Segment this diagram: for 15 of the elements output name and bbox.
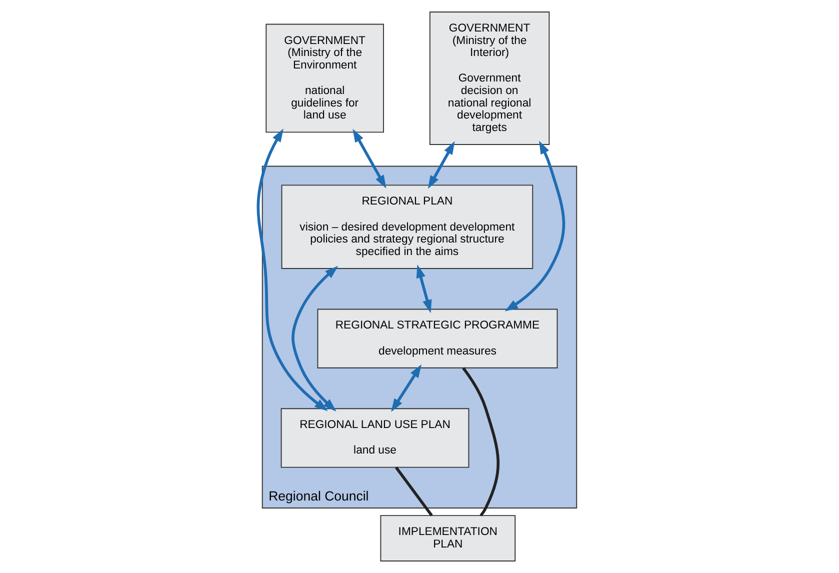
node-box: GOVERNMENT (Ministry of the Interior) Government decision on national regional development targets [429, 12, 550, 145]
arrow [504, 140, 566, 312]
node-box: GOVERNMENT (Ministry of the Environment national guidelines for land use [266, 24, 384, 133]
arrow [416, 264, 432, 314]
arrow [352, 128, 386, 189]
node-box: REGIONAL PLAN vision – desired development development policies and strategy regional structure specified in the aims [281, 184, 534, 269]
node-box: REGIONAL LAND USE PLAN land use [280, 408, 470, 468]
arrow [256, 128, 328, 412]
arrow [428, 141, 455, 189]
arrow [391, 364, 422, 412]
connector [394, 466, 433, 516]
node-box: REGIONAL STRATEGIC PROGRAMME development measures [317, 308, 558, 368]
node-box: IMPLEMENTATION PLAN [380, 515, 516, 562]
connector [462, 367, 500, 516]
arrow [292, 266, 338, 412]
